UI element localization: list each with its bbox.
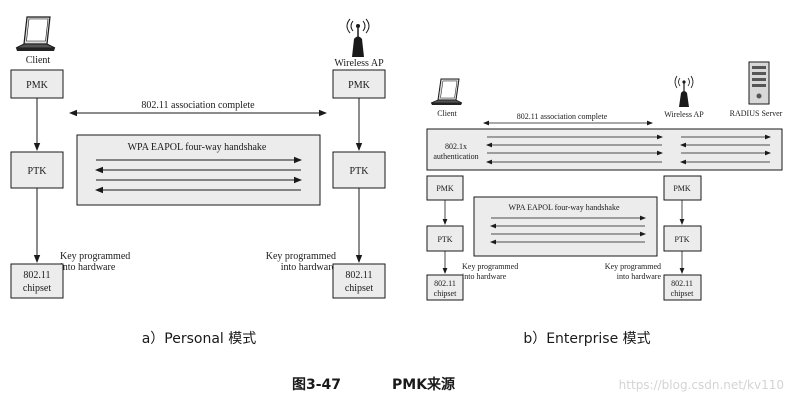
enterprise-ap-chip-line-2: chipset bbox=[671, 289, 694, 298]
enterprise-ap-pmk-label: PMK bbox=[673, 184, 691, 193]
ap-key-line-1: Key programmed bbox=[266, 251, 336, 262]
client-pmk-label: PMK bbox=[26, 80, 48, 91]
ap-chip-line-1: 802.11 bbox=[345, 270, 372, 281]
enterprise-client-laptop-icon bbox=[430, 78, 463, 105]
client-ptk-label: PTK bbox=[28, 166, 48, 177]
enterprise-client-pmk-label: PMK bbox=[436, 184, 454, 193]
enterprise-ap-chip-line-1: 802.11 bbox=[671, 279, 693, 288]
auth-line-2: authentication bbox=[433, 152, 478, 161]
enterprise-handshake-panel bbox=[473, 196, 658, 257]
ap-chipset-box bbox=[332, 263, 386, 299]
wireless-ap-icon bbox=[346, 18, 370, 57]
enterprise-client-chip-line-1: 802.11 bbox=[434, 279, 456, 288]
watermark-text: https://blog.csdn.net/kv110 bbox=[619, 378, 784, 392]
client-key-line-2: into hardware bbox=[60, 262, 116, 273]
ap-label: Wireless AP bbox=[334, 58, 384, 69]
enterprise-handshake-label: WPA EAPOL four-way handshake bbox=[508, 203, 619, 212]
enterprise-ap-label: Wireless AP bbox=[664, 110, 704, 119]
enterprise-diagram: Client Wireless AP RADIUS Server 802.11 … bbox=[426, 61, 783, 301]
radius-server-icon bbox=[748, 61, 770, 105]
client-label: Client bbox=[26, 55, 51, 66]
auth-panel bbox=[426, 128, 783, 171]
enterprise-client-pmk-box bbox=[426, 175, 464, 201]
enterprise-client-label: Client bbox=[437, 109, 457, 118]
enterprise-ap-key-line-2: into hardware bbox=[617, 272, 662, 281]
figure-caption-title: PMK来源 bbox=[392, 376, 455, 393]
ap-ptk-label: PTK bbox=[350, 166, 370, 177]
client-chip-line-1: 802.11 bbox=[23, 270, 50, 281]
personal-diagram: Client Wireless AP PMK PMK 802.11 associ… bbox=[10, 16, 386, 299]
enterprise-ap-pmk-box bbox=[663, 175, 702, 201]
ap-key-line-2: into hardware bbox=[281, 262, 337, 273]
client-key-line-1: Key programmed bbox=[60, 251, 130, 262]
enterprise-ap-chipset-box bbox=[663, 274, 702, 301]
enterprise-ap-ptk-box bbox=[663, 225, 702, 252]
client-chipset-box bbox=[10, 263, 64, 299]
client-pmk-box bbox=[10, 69, 64, 99]
enterprise-client-chip-line-2: chipset bbox=[434, 289, 457, 298]
figure-caption-number: 图3-47 bbox=[292, 377, 341, 393]
radius-server-label: RADIUS Server bbox=[730, 109, 783, 118]
client-chip-line-2: chipset bbox=[23, 283, 52, 294]
auth-line-1: 802.1x bbox=[445, 142, 467, 151]
personal-caption: a）Personal 模式 bbox=[142, 331, 257, 347]
enterprise-ap-icon bbox=[674, 75, 694, 107]
ap-pmk-label: PMK bbox=[348, 80, 370, 91]
enterprise-client-ptk-label: PTK bbox=[437, 235, 452, 244]
client-ptk-box bbox=[10, 151, 64, 189]
client-laptop-icon bbox=[15, 16, 56, 51]
ap-chip-line-2: chipset bbox=[345, 283, 374, 294]
enterprise-client-chipset-box bbox=[426, 274, 464, 301]
handshake-label: WPA EAPOL four-way handshake bbox=[128, 142, 267, 153]
ap-pmk-box bbox=[332, 69, 386, 99]
enterprise-association-label: 802.11 association complete bbox=[517, 112, 608, 121]
enterprise-client-key-line-2: into hardware bbox=[462, 272, 507, 281]
ap-ptk-box bbox=[332, 151, 386, 189]
enterprise-caption: b）Enterprise 模式 bbox=[523, 331, 650, 347]
association-label: 802.11 association complete bbox=[141, 100, 255, 111]
enterprise-ap-ptk-label: PTK bbox=[674, 235, 689, 244]
enterprise-ap-key-line-1: Key programmed bbox=[605, 262, 661, 271]
enterprise-client-key-line-1: Key programmed bbox=[462, 262, 518, 271]
